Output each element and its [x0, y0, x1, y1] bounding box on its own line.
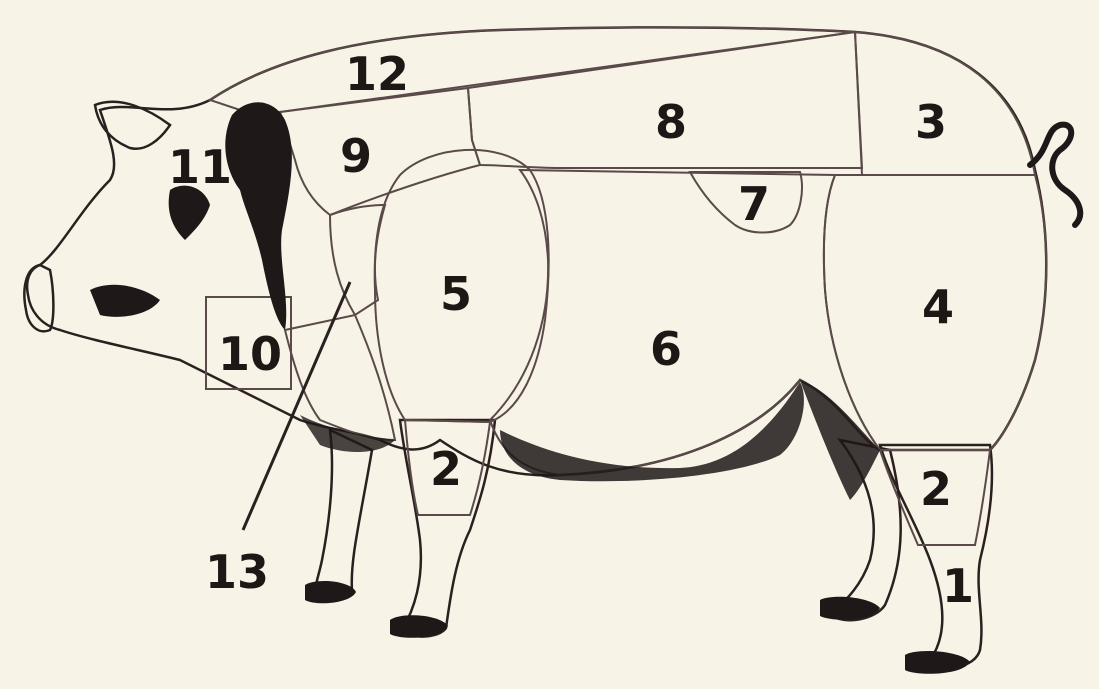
label-13: 13 [205, 545, 269, 599]
label-11: 11 [168, 140, 232, 194]
label-8: 8 [655, 95, 687, 149]
label-1: 1 [942, 559, 974, 613]
label-2-hind: 2 [920, 462, 952, 516]
label-4: 4 [922, 280, 954, 334]
label-9: 9 [340, 129, 372, 183]
label-5: 5 [440, 267, 472, 321]
label-7: 7 [738, 177, 770, 231]
label-2-front: 2 [430, 442, 462, 496]
label-12: 12 [345, 47, 409, 101]
label-3: 3 [915, 95, 947, 149]
label-6: 6 [650, 322, 682, 376]
label-10: 10 [218, 327, 282, 381]
